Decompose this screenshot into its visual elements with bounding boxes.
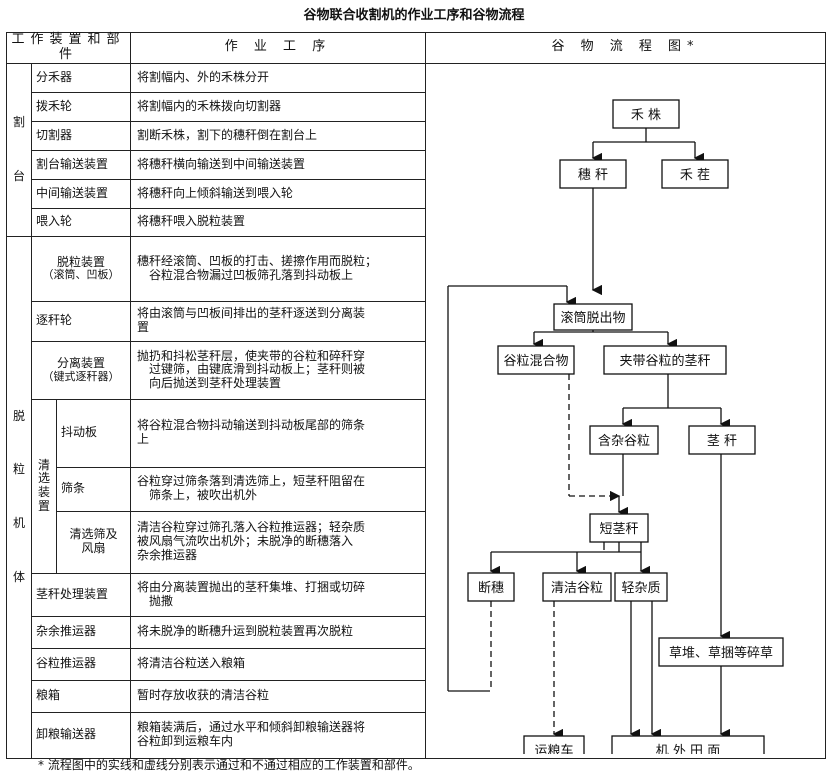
row-name: 卸粮输送器 [31,711,131,759]
row-name: 清选筛及风扇 [56,510,131,574]
node-guntong: 滚筒脱出物 [560,310,625,326]
row-name: 筛条 [56,466,131,512]
node-guntong-box [553,303,633,331]
node-duanjing: 短茎秆 [599,522,638,537]
node-jinggan-box [688,425,756,455]
node-duansui-box [467,572,515,602]
node-duansui: 断穗 [478,581,504,596]
row-op: 穗秆经滚筒、凹板的打击、搓擦作用而脱粒；谷粒混合物漏过凹板筛孔落到抖动板上 [130,235,426,302]
row-op: 将割幅内的禾株拨向切割器 [130,91,426,122]
row-op: 将谷粒混合物抖动输送到抖动板尾部的筛条上 [130,398,426,468]
node-hezhu-box [612,99,680,129]
row-name: 粮箱 [31,679,131,713]
node-hecha: 禾 茬 [680,168,710,183]
row-name: 谷粒推运器 [31,647,131,681]
row-op: 暂时存放收获的清洁谷粒 [130,679,426,713]
node-suigan: 穗 秆 [578,168,608,183]
node-suigan-box [559,159,627,189]
header-flow: 谷 物 流 程 图* [425,32,826,64]
row-op: 将清洁谷粒送入粮箱 [130,647,426,681]
process-table: 工作装置和部件 作 业 工 序 谷 物 流 程 图* 割台 分禾器 将割幅内、外… [6,32,826,765]
node-qingjie-box [542,572,612,602]
node-hecha-box [661,159,729,189]
row-op: 将由分离装置抛出的茎秆集堆、打捆或切碎抛撒 [130,572,426,617]
row-name: 分离装置（键式逐秆器） [31,340,131,400]
node-caodui: 草堆、草捆等碎草 [669,645,773,661]
row-name: 逐秆轮 [31,300,131,342]
node-qingza: 轻杂质 [621,581,660,596]
group-threshing-label: 脱 粒 机 体 [6,235,32,759]
flow-diagram: 禾 株 穗 秆 禾 茬 滚筒脱出物 谷粒混合物 夹带谷粒的茎秆 含杂谷粒 [447,99,784,765]
node-hanza: 含杂谷粒 [598,433,650,449]
row-op: 将由滚筒与凹板间排出的茎秆逐送到分离装置 [130,300,426,342]
row-name: 拨禾轮 [31,91,131,122]
row-name: 分禾器 [31,62,131,93]
row-op: 谷粒穿过筛条落到清选筛上，短茎秆阻留在筛条上，被吹出机外 [130,466,426,512]
row-op: 抛扔和抖松茎秆层，使夹带的谷粒和碎秆穿过键筛，由键底滑到抖动板上；茎秆则被向后抛… [130,340,426,400]
row-op: 粮箱装满后，通过水平和倾斜卸粮输送器将谷粒卸到运粮车内 [130,711,426,759]
node-caodui-box [658,637,784,667]
node-qingza-box [614,572,668,602]
node-yunliang: 运粮车 [534,743,573,754]
node-jiadai: 夹带谷粒的茎秆 [619,353,710,369]
node-hanza-box [589,425,659,455]
row-name: 抖动板 [56,398,131,468]
node-hezhu: 禾 株 [631,108,661,123]
row-name: 喂入轮 [31,207,131,237]
page-title: 谷物联合收割机的作业工序和谷物流程 [303,8,525,23]
header-ops: 作 业 工 序 [130,32,426,64]
row-name: 杂余推运器 [31,615,131,649]
node-jinggan: 茎 秆 [707,434,737,449]
row-op: 清洁谷粒穿过筛孔落入谷粒推运器；轻杂质被风扇气流吹出机外；未脱净的断穗落入杂余推… [130,510,426,574]
footnote: * 流程图中的实线和虚线分别表示通过和不通过相应的工作装置和部件。 [38,758,420,772]
node-gulihunhe-box [497,345,575,375]
node-jiwai: 机 外 田 面 [656,744,720,754]
row-op: 将割幅内、外的禾株分开 [130,62,426,93]
row-name: 脱粒装置（滚筒、凹板） [31,235,131,302]
row-name: 切割器 [31,120,131,151]
row-op: 将穗秆向上倾斜输送到喂入轮 [130,178,426,209]
row-name: 割台输送装置 [31,149,131,180]
node-qingjie: 清洁谷粒 [551,581,603,596]
row-op: 将未脱净的断穗升运到脱粒装置再次脱粒 [130,615,426,649]
node-gulihunhe: 谷粒混合物 [503,354,568,369]
row-op: 割断禾株，割下的穗秆倒在割台上 [130,120,426,151]
node-jiadai-box [603,345,727,375]
row-name: 中间输送装置 [31,178,131,209]
group-header-label: 割台 [6,62,32,237]
header-part: 工作装置和部件 [6,32,131,64]
row-name: 茎秆处理装置 [31,572,131,617]
row-op: 将穗秆喂入脱粒装置 [130,207,426,237]
flow-chart-cell: 禾 株 穗 秆 禾 茬 滚筒脱出物 谷粒混合物 夹带谷粒的茎秆 含杂谷粒 [425,62,826,765]
row-op: 将穗秆横向输送到中间输送装置 [130,149,426,180]
node-duanjing-box [589,513,649,543]
group-cleaning-label: 清选装置 [31,398,57,574]
